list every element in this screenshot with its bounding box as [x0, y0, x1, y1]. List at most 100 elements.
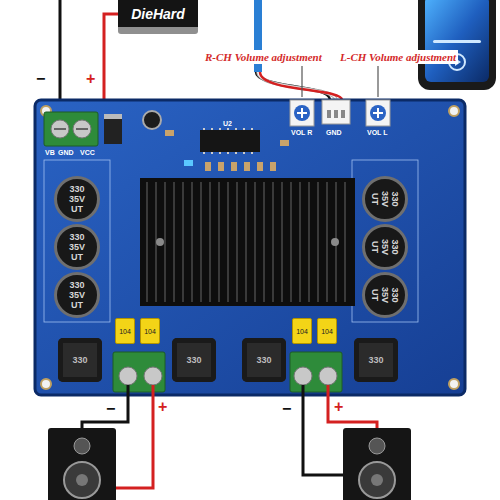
silkscreen-label: VCC: [80, 149, 95, 156]
input-connector: [334, 110, 338, 118]
heatsink: [140, 178, 355, 306]
heatsink: [140, 178, 355, 306]
output-terminal: [144, 367, 162, 385]
heatsink: [272, 182, 274, 302]
polarity-sign: −: [36, 70, 45, 88]
amplifier-chip: [204, 128, 252, 154]
heatsink: [290, 182, 292, 302]
circuit-board: [35, 100, 465, 395]
heatsink: [281, 182, 283, 302]
heatsink: [326, 182, 328, 302]
audio-cable: [258, 72, 336, 100]
volume-pot: [373, 108, 383, 118]
electrolytic-capacitor: 330 35V UT: [362, 176, 408, 222]
heatsink: [299, 182, 301, 302]
electrolytic-capacitor: 330 35V UT: [54, 224, 100, 270]
heatsink: [209, 182, 211, 302]
heatsink: [191, 182, 193, 302]
leader-line: [302, 66, 378, 97]
speaker: [48, 428, 411, 500]
small-capacitor: [143, 111, 161, 129]
electrolytic-capacitor: 330 35V UT: [362, 272, 408, 318]
heatsink: [236, 182, 238, 302]
smd-parts: [165, 130, 174, 136]
heatsink: [263, 182, 265, 302]
mounting-hole: [449, 106, 459, 116]
component-marking: 104: [321, 328, 333, 335]
component-marking: 330: [72, 355, 87, 365]
volume-pot: [294, 105, 310, 121]
diode: [104, 114, 122, 144]
led: [184, 160, 193, 166]
smd-parts: [165, 130, 289, 171]
phone: [418, 0, 496, 90]
leader-line: [377, 66, 378, 97]
heatsink: [227, 182, 229, 302]
heatsink: [164, 182, 166, 302]
speaker: [369, 438, 385, 454]
volume-pot: [297, 108, 307, 118]
smd-parts: [244, 162, 250, 171]
callout-label: R-CH Volume adjustment: [203, 50, 324, 64]
output-terminal: [113, 352, 342, 392]
output-terminal: [294, 367, 312, 385]
smd-parts: [231, 162, 237, 171]
diode: [104, 114, 122, 144]
input-connector: [341, 110, 345, 118]
electrolytic-capacitor: 330 35V UT: [54, 176, 100, 222]
phone: [433, 40, 481, 43]
heatsink: [245, 182, 247, 302]
phone: [425, 0, 489, 82]
speaker: [74, 438, 90, 454]
silkscreen-label: GND: [58, 149, 74, 156]
component-marking: 330 35V UT: [65, 184, 89, 214]
volume-pot: [366, 100, 390, 126]
smd-parts: [270, 162, 276, 171]
amplifier-chip: [200, 130, 260, 152]
volume-pot: [370, 105, 386, 121]
film-capacitor: 104: [317, 318, 337, 344]
output-terminal: [113, 352, 165, 392]
heatsink: [146, 182, 148, 302]
silkscreen-label: VOL L: [367, 129, 387, 136]
heatsink: [317, 182, 319, 302]
output-terminal: [119, 367, 137, 385]
component-marking: 104: [144, 328, 156, 335]
speaker: [64, 462, 100, 498]
component-marking: 104: [119, 328, 131, 335]
mounting-hole: [41, 379, 51, 389]
film-capacitor: 104: [140, 318, 160, 344]
small-capacitor: [143, 111, 161, 129]
battery: DieHard: [118, 0, 198, 34]
heatsink: [182, 182, 184, 302]
smd-parts: [205, 162, 211, 171]
circuit-board: [352, 160, 418, 322]
speaker: [359, 462, 395, 498]
heatsink: [200, 182, 202, 302]
power-terminal: [44, 112, 98, 146]
heatsink: [344, 182, 346, 302]
heatsink: [218, 182, 220, 302]
component-marking: 330: [368, 355, 383, 365]
diode: [104, 114, 122, 119]
electrolytic-capacitor: 330 35V UT: [54, 272, 100, 318]
volume-pot: [290, 100, 390, 126]
amplifier-chip: [200, 128, 260, 154]
heatsink: [331, 238, 339, 246]
component-marking: 330 35V UT: [370, 283, 400, 307]
component-marking: 330 35V UT: [65, 232, 89, 262]
phone: [418, 0, 496, 90]
inductor: 330: [242, 338, 286, 382]
component-marking: 330: [186, 355, 201, 365]
polarity-sign: −: [106, 400, 115, 418]
silkscreen-label: VOL R: [291, 129, 312, 136]
component-marking: DieHard: [131, 6, 185, 22]
smd-parts: [280, 140, 289, 146]
output-terminal: [290, 352, 342, 392]
power-terminal: [44, 112, 98, 146]
heatsink: [173, 182, 175, 302]
film-capacitor: 104: [292, 318, 312, 344]
silkscreen-label: U2: [223, 120, 232, 127]
component-marking: 330 35V UT: [370, 187, 400, 211]
leader-line: [301, 66, 302, 97]
